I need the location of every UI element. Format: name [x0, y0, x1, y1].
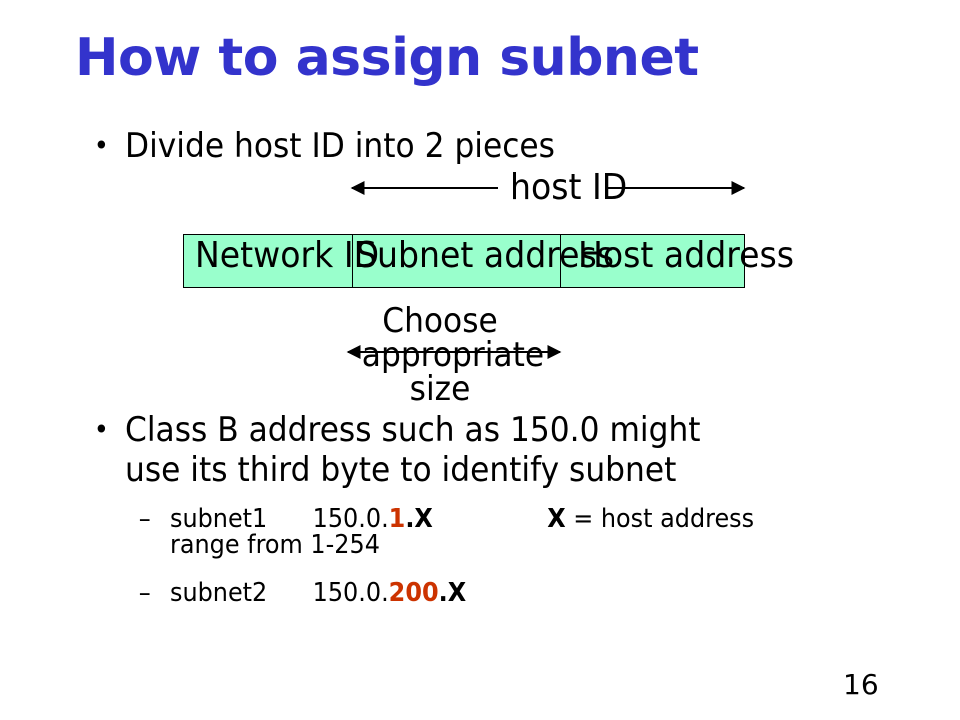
address-highlight: 200 — [388, 578, 439, 608]
bullet-item: • Divide host ID into 2 pieces — [94, 126, 555, 166]
subnet-name: subnet1 — [170, 504, 268, 534]
subnet-note-continuation: range from 1-254 — [170, 530, 380, 560]
host-id-label: host ID — [510, 167, 628, 208]
host-address-label: Host address — [578, 235, 795, 276]
note-bold: X — [547, 504, 566, 534]
host-address-box — [560, 234, 745, 288]
subnet-name: subnet2 — [170, 578, 268, 608]
subnet-address-label: Subnet address — [356, 235, 615, 276]
slide-title: How to assign subnet — [75, 28, 699, 88]
sub-item-subnet2: – subnet2 150.0.200.X — [139, 578, 466, 608]
bullet-dot-icon: • — [93, 413, 109, 446]
address-suffix: .X — [405, 504, 433, 534]
subnet-note: X = host address — [547, 506, 754, 532]
address-suffix: .X — [438, 578, 467, 608]
sub-item-subnet1: – subnet1 150.0.1.X X = host address ran… — [139, 504, 754, 558]
subnet-address-box — [352, 234, 561, 288]
network-id-label: Network ID — [195, 235, 380, 276]
bullet-text-line1: Class B address such as 150.0 might — [125, 410, 701, 450]
bullet-text: Divide host ID into 2 pieces — [125, 126, 555, 166]
dash-icon: – — [138, 504, 151, 534]
subnet-address: 150.0.200.X — [313, 580, 467, 606]
page-number: 16 — [843, 668, 879, 701]
address-prefix: 150.0. — [312, 504, 389, 534]
dash-icon: – — [138, 578, 151, 608]
bullet-text-line2: use its third byte to identify subnet — [125, 450, 677, 490]
note-text: = host address — [565, 504, 755, 534]
address-highlight: 1 — [388, 504, 406, 534]
subnet-address: 150.0.1.X — [313, 506, 433, 532]
address-prefix: 150.0. — [312, 578, 389, 608]
network-id-box — [183, 234, 353, 288]
choose-size-label: Choose appropriate size — [361, 301, 545, 409]
bullet-dot-icon: • — [93, 129, 109, 162]
bullet-item: • Class B address such as 150.0 might us… — [94, 410, 701, 490]
